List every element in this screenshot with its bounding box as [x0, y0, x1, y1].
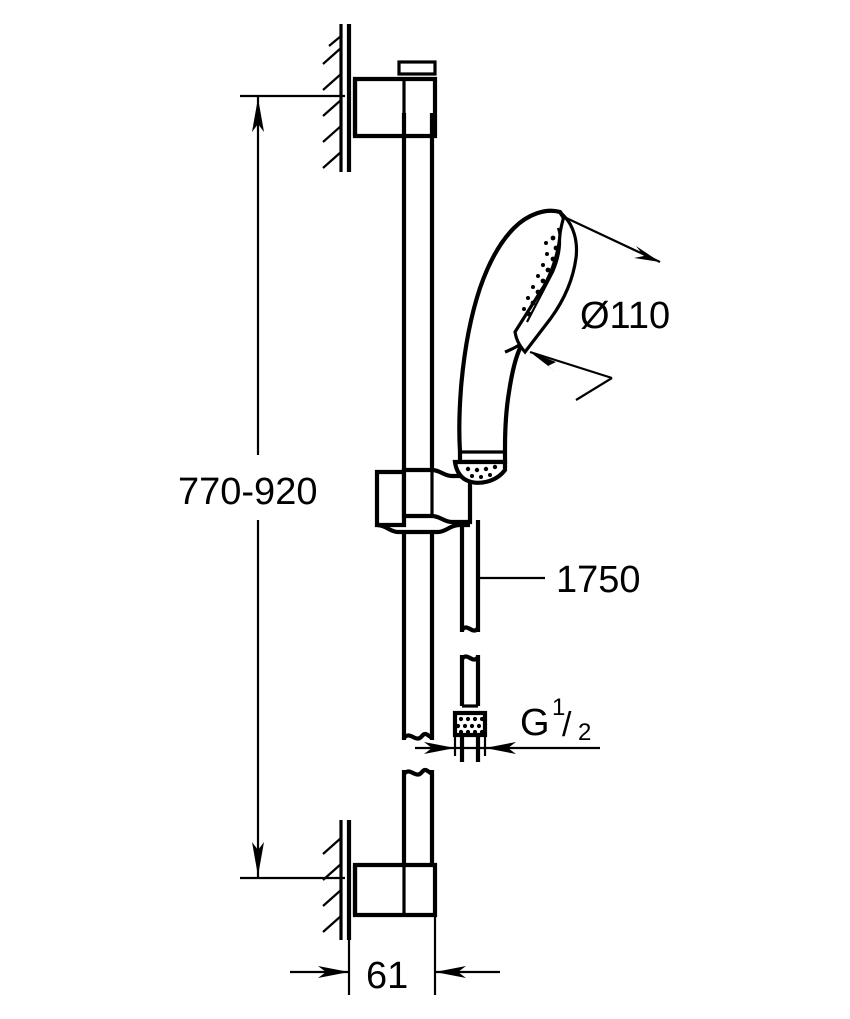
arrow-diameter-lower — [530, 352, 556, 372]
dimension-shower-diameter: Ø110 — [529, 215, 670, 401]
adjustable-shower-holder — [374, 459, 508, 535]
dimension-hose-thread: G 1 / 2 — [415, 694, 600, 756]
dimension-wall-projection: 61 — [290, 915, 500, 997]
dimension-label-rail-height: 770-920 — [178, 471, 317, 513]
arrow-down-rail-height — [252, 842, 264, 876]
arrow-thread-right — [485, 742, 516, 754]
dimension-rail-height: 770-920 — [178, 94, 345, 880]
dimension-label-shower-diameter: Ø110 — [580, 295, 670, 337]
wall-hatching-top — [322, 35, 342, 169]
arrow-projection-left — [318, 966, 349, 978]
dimension-label-hose-length: 1750 — [556, 559, 641, 601]
shower-rail-upper — [401, 113, 435, 470]
knurl-pattern — [455, 716, 485, 735]
arrow-diameter-upper — [634, 246, 660, 262]
lower-wall-bracket — [352, 862, 438, 918]
spray-face-nozzles — [522, 227, 562, 323]
dimension-hose-length: 1750 — [476, 559, 641, 601]
dimension-label-wall-projection: 61 — [366, 955, 408, 997]
cradle-nozzle-dots — [465, 464, 498, 479]
dimension-label-thread-denominator: 2 — [578, 719, 591, 746]
wall-top — [322, 24, 352, 172]
dimension-label-thread-numerator: 1 — [552, 694, 565, 721]
arrow-projection-right — [435, 966, 466, 978]
dimension-label-thread-prefix: G — [520, 702, 550, 744]
dimension-label-thread-slash: / — [562, 706, 572, 744]
hand-shower-head — [457, 208, 579, 465]
arrow-up-rail-height — [252, 98, 264, 132]
arrow-thread-left — [424, 742, 455, 754]
